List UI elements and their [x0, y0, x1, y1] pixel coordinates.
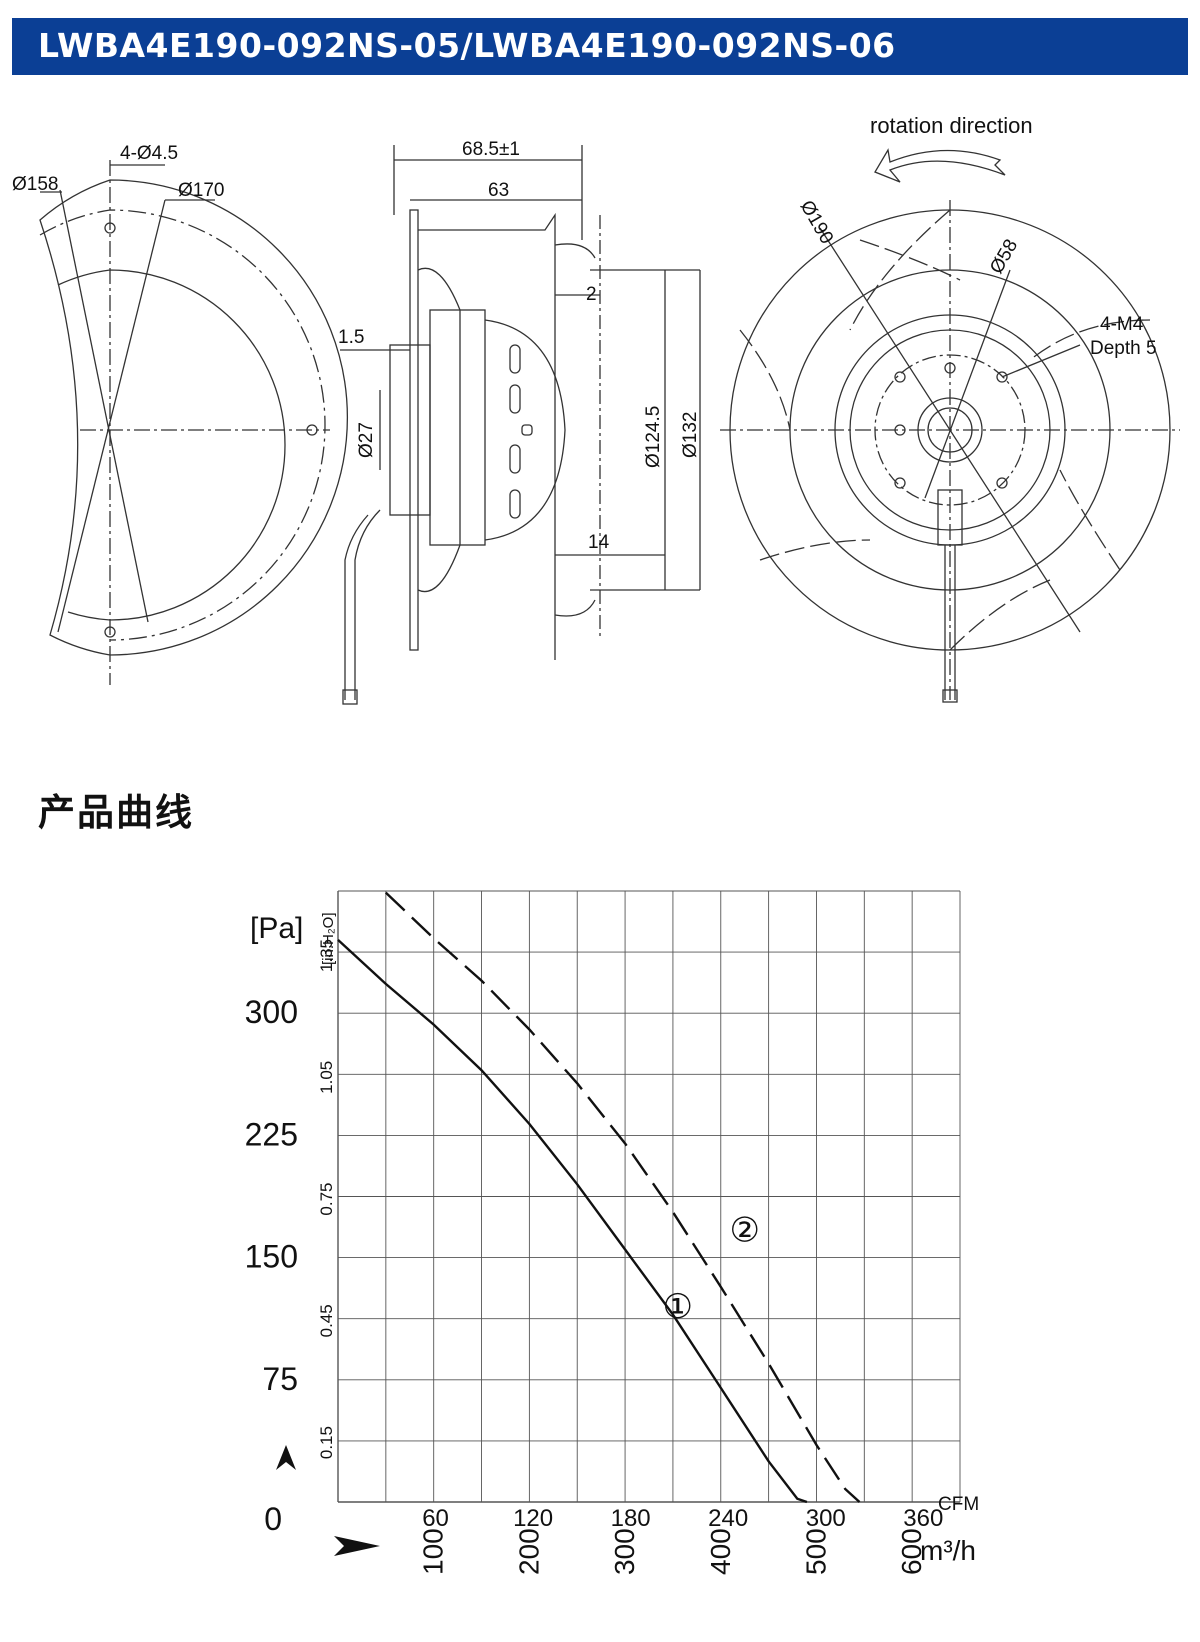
rotation-direction-label: rotation direction: [870, 113, 1033, 138]
y-tick-label-pa: 75: [262, 1361, 298, 1397]
series-line-2: [384, 891, 861, 1503]
chart-labels: 0 75 150 225 300 0.15 0.45 0.75 1.05 1.35 60 120 180…: [245, 939, 944, 1575]
y-unit-inh2o: [in.H₂O]: [320, 913, 337, 966]
x-tick-label-m3h: 100: [418, 1528, 449, 1575]
technical-drawings: 4-Ø4.5 Ø158 Ø170 68.5±1: [12, 113, 1180, 705]
x-unit-m3h: m³/h: [920, 1535, 976, 1566]
y-tick-label-pa: 0: [264, 1501, 282, 1537]
impeller-blades: [739, 209, 1151, 651]
motor-shaft-boss: [389, 344, 431, 516]
x-tick-label-m3h: 400: [705, 1528, 736, 1575]
series-label-2: ②: [729, 1211, 759, 1249]
thread-leader: [1001, 344, 1081, 378]
left-view-drawing: [39, 160, 349, 685]
y-tick-label-inh2o: 1.35: [317, 939, 336, 972]
flange-label: 1.5: [338, 327, 364, 348]
dim-line-58: [924, 269, 1011, 499]
x-tick-label-m3h: 200: [513, 1528, 544, 1575]
x-unit-cfm: CFM: [938, 1494, 979, 1515]
hub-profile: [417, 267, 461, 593]
cable-lead-outer: [344, 514, 369, 700]
y-tick-label-inh2o: 0.75: [317, 1183, 336, 1216]
x-tick-label-cfm: 120: [513, 1505, 553, 1532]
x-tick-label-cfm: 60: [422, 1505, 449, 1532]
width-label: 63: [488, 180, 509, 201]
rotation-arrow-icon: [874, 148, 1006, 183]
dim-leader-170: [57, 199, 166, 633]
cable-gland: [937, 489, 963, 546]
y-tick-label-inh2o: 1.05: [317, 1061, 336, 1094]
x-tick-label-cfm: 240: [708, 1505, 748, 1532]
x-tick-label-cfm: 300: [806, 1505, 846, 1532]
hole-dim-label: 4-Ø4.5: [120, 143, 178, 164]
cable-lead: [354, 509, 381, 700]
side-view-drawing: [340, 145, 701, 705]
chart-grid: [337, 890, 961, 1503]
overall-width-label: 68.5±1: [462, 139, 520, 160]
y-tick-label-inh2o: 0.15: [317, 1426, 336, 1459]
x-tick-label-cfm: 180: [611, 1505, 651, 1532]
y-tick-label-pa: 300: [245, 994, 298, 1030]
title-banner: LWBA4E190-092NS-05/LWBA4E190-092NS-06: [12, 18, 1188, 75]
y-tick-label-inh2o: 0.45: [317, 1304, 336, 1337]
rotor-dome: [484, 319, 566, 541]
series-line-1: [337, 939, 808, 1504]
x-tick-label-m3h: 600: [896, 1528, 927, 1575]
inlet-ring: [418, 212, 556, 660]
thread-depth-label: Depth 5: [1090, 338, 1157, 359]
gap-label: 2: [586, 284, 597, 305]
bolt-circle: [39, 209, 326, 641]
page-title: LWBA4E190-092NS-05/LWBA4E190-092NS-06: [38, 26, 896, 65]
thread-label: 4-M4: [1100, 314, 1144, 335]
ring-outline: [39, 179, 349, 656]
outer-ring-diameter-label: Ø132: [680, 412, 701, 458]
x-tick-label-m3h: 500: [800, 1528, 831, 1575]
depth-label: 14: [588, 532, 610, 553]
x-tick-label-m3h: 300: [609, 1528, 640, 1575]
dim-leader-158: [59, 189, 149, 623]
section-heading: 产品曲线: [38, 791, 194, 834]
chart-series: [337, 891, 861, 1504]
series-label-1: ①: [662, 1288, 692, 1326]
inlet-lip: [554, 243, 596, 617]
inner-ring-diameter-label: Ø124.5: [643, 406, 664, 468]
cable-end: [342, 689, 358, 705]
y-tick-label-pa: 225: [245, 1116, 298, 1152]
inner-diameter-label: Ø158: [12, 174, 58, 195]
ring-inner-edge: [57, 269, 286, 621]
rotor-slots: [509, 344, 533, 519]
front-cable-end: [942, 689, 958, 703]
y-unit-pa: [Pa]: [250, 912, 303, 945]
mount-plate: [409, 209, 419, 651]
front-view-drawing: [720, 148, 1180, 703]
x-tick-label-cfm: 360: [903, 1505, 943, 1532]
x-arrow-icon: [334, 1536, 380, 1556]
y-arrow-icon: [276, 1445, 296, 1470]
shaft-diameter-label: Ø27: [356, 422, 377, 458]
outer-diameter-label: Ø170: [178, 180, 224, 201]
y-tick-label-pa: 150: [245, 1239, 298, 1275]
